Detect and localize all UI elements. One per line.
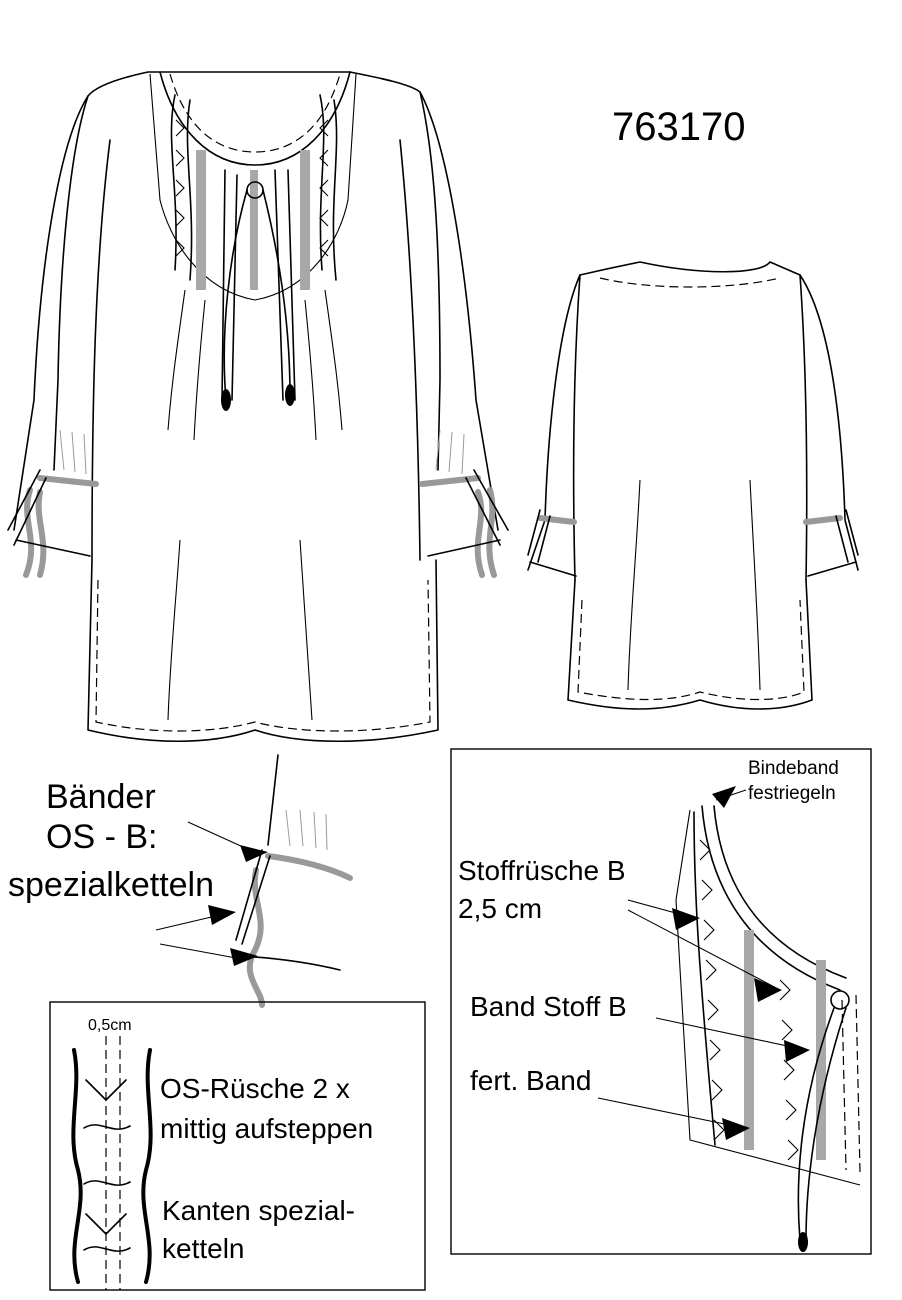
label-ruesche-line2: mittig aufsteppen xyxy=(160,1113,373,1144)
label-ruesche-line1: OS-Rüsche 2 x xyxy=(160,1073,350,1104)
collar-detail xyxy=(597,786,861,1252)
collar-detail-box xyxy=(450,748,872,1255)
label-fert-band: fert. Band xyxy=(470,1065,591,1096)
ruffle-detail-box xyxy=(49,1001,426,1291)
label-baender-line1: Bänder xyxy=(46,778,156,816)
sleeve-detail xyxy=(155,754,353,1008)
label-bindeband-line2: festriegeln xyxy=(748,783,836,804)
label-bindeband-line1: Bindeband xyxy=(748,758,839,779)
label-baender-line2: OS - B: xyxy=(46,818,157,856)
label-baender-line3: spezialketteln xyxy=(8,866,214,904)
front-view-garment xyxy=(7,71,509,743)
front-trim-stitch xyxy=(175,119,329,257)
article-number: 763170 xyxy=(612,105,745,149)
back-view-garment xyxy=(527,261,859,710)
label-band-stoff: Band Stoff B xyxy=(470,991,627,1022)
ruffle-detail xyxy=(71,1036,153,1290)
label-kanten-line2: ketteln xyxy=(162,1233,245,1264)
label-stoffruesche-line1: Stoffrüsche B xyxy=(458,855,626,886)
label-measure: 0,5cm xyxy=(88,1017,132,1034)
label-stoffruesche-line2: 2,5 cm xyxy=(458,893,542,924)
label-kanten-line1: Kanten spezial- xyxy=(162,1195,355,1226)
